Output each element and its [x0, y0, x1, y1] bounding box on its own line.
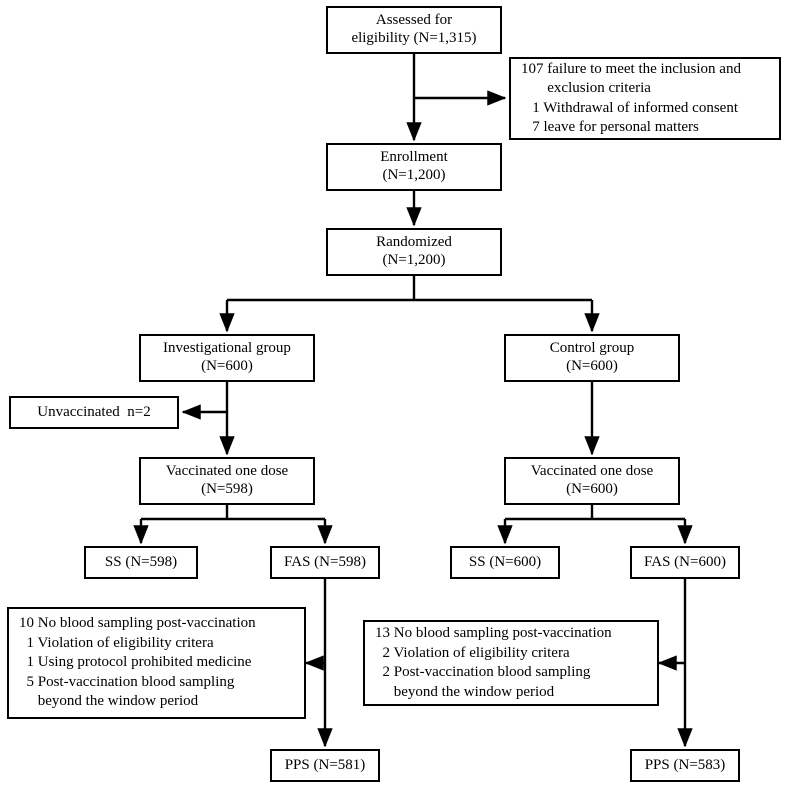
pps-exclusion-left-2: 1 Violation of eligibility critera	[19, 634, 214, 651]
investigational-group-count: (N=600)	[201, 358, 253, 374]
pps-exclusion-left-3: 1 Using protocol prohibited medicine	[19, 654, 252, 671]
randomized-box: Randomized (N=1,200)	[326, 228, 502, 276]
vaccinated-left-label: Vaccinated one dose	[165, 463, 289, 480]
vaccinated-one-dose-control-box: Vaccinated one dose (N=600)	[504, 457, 680, 505]
control-group-box: Control group (N=600)	[504, 334, 680, 382]
excluded-reason-3: 7 leave for personal matters	[521, 119, 699, 135]
vaccinated-right-label: Vaccinated one dose	[530, 463, 654, 480]
pps-right-label: PPS (N=583)	[644, 756, 726, 773]
ss-right-label: SS (N=600)	[468, 553, 542, 570]
vaccinated-right-count: (N=600)	[566, 481, 618, 497]
enrollment-label: Enrollment	[380, 149, 448, 166]
pps-exclusion-right-3-cont: beyond the window period	[375, 683, 555, 700]
pps-exclusion-left-4-cont: beyond the window period	[19, 693, 199, 710]
assessed-line-2: eligibility (N=1,315)	[351, 30, 477, 46]
fas-left-label: FAS (N=598)	[284, 553, 366, 570]
investigational-group-label: Investigational group	[163, 340, 291, 357]
per-protocol-set-control-box: PPS (N=583)	[630, 749, 740, 782]
control-group-label: Control group	[549, 340, 635, 357]
vaccinated-left-count: (N=598)	[201, 481, 253, 497]
pps-exclusion-left-4: 5 Post-vaccination blood sampling	[19, 673, 235, 690]
assessed-for-eligibility-box: Assessed for eligibility (N=1,315)	[326, 6, 502, 54]
excluded-reason-1: 107 failure to meet the inclusion and	[521, 60, 741, 77]
pps-exclusions-control-box: 13 No blood sampling post-vaccination 2 …	[363, 620, 659, 706]
randomized-count: (N=1,200)	[382, 252, 446, 268]
control-group-count: (N=600)	[566, 358, 618, 374]
fas-right-label: FAS (N=600)	[644, 553, 726, 570]
full-analysis-set-control-box: FAS (N=600)	[630, 546, 740, 579]
pps-exclusion-left-1: 10 No blood sampling post-vaccination	[19, 615, 256, 632]
unvaccinated-box: Unvaccinated n=2	[9, 396, 179, 429]
safety-set-investigational-box: SS (N=598)	[84, 546, 198, 579]
safety-set-control-box: SS (N=600)	[450, 546, 560, 579]
pps-exclusion-right-3: 2 Post-vaccination blood sampling	[375, 664, 591, 680]
full-analysis-set-investigational-box: FAS (N=598)	[270, 546, 380, 579]
pps-exclusion-right-1: 13 No blood sampling post-vaccination	[375, 625, 612, 641]
excluded-reasons-box: 107 failure to meet the inclusion and ex…	[509, 57, 781, 140]
ss-left-label: SS (N=598)	[104, 553, 178, 570]
per-protocol-set-investigational-box: PPS (N=581)	[270, 749, 380, 782]
enrollment-count: (N=1,200)	[382, 167, 446, 183]
enrollment-box: Enrollment (N=1,200)	[326, 143, 502, 191]
assessed-line-1: Assessed for	[375, 12, 453, 29]
vaccinated-one-dose-investigational-box: Vaccinated one dose (N=598)	[139, 457, 315, 505]
randomized-label: Randomized	[376, 234, 452, 251]
pps-exclusion-right-2: 2 Violation of eligibility critera	[375, 644, 570, 661]
pps-exclusions-investigational-box: 10 No blood sampling post-vaccination 1 …	[7, 607, 306, 719]
unvaccinated-label: Unvaccinated n=2	[37, 403, 151, 420]
excluded-reason-1-cont: exclusion criteria	[521, 80, 651, 96]
excluded-reason-2: 1 Withdrawal of informed consent	[521, 99, 738, 116]
pps-left-label: PPS (N=581)	[284, 756, 366, 773]
investigational-group-box: Investigational group (N=600)	[139, 334, 315, 382]
